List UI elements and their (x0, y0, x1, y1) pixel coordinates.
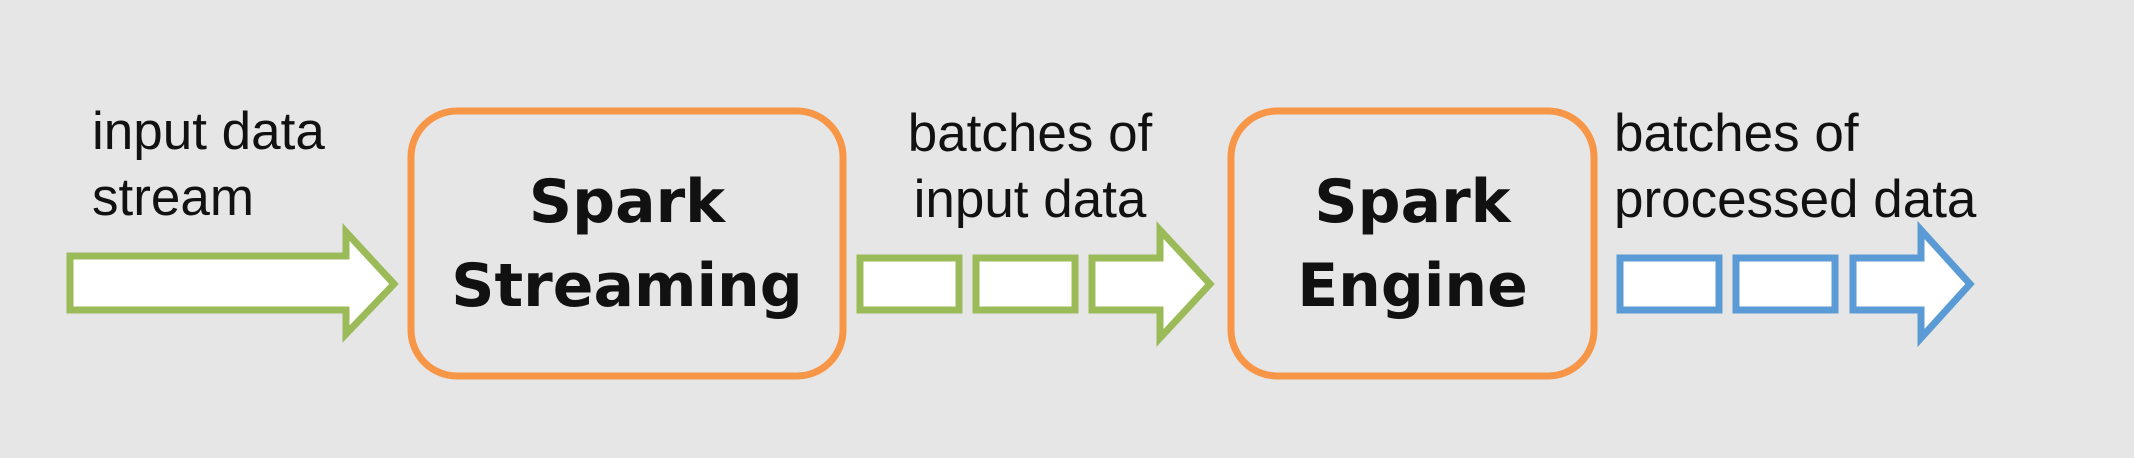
batches-input-label-line1: batches of (907, 104, 1153, 163)
spark-engine-title-line2: Engine (1297, 250, 1528, 321)
spark-streaming-title: Spark Streaming (411, 111, 843, 376)
processed-batch-arrow (1849, 220, 1975, 348)
input-stream-arrow (66, 223, 399, 343)
batches-processed-label: batches of processed data (1614, 101, 1976, 233)
spark-streaming-title-line1: Spark (528, 166, 726, 237)
input-stream-label-line2: stream (92, 168, 254, 227)
processed-batch-block-2 (1732, 254, 1839, 314)
input-stream-label-line1: input data (92, 102, 325, 161)
spark-engine-title: Spark Engine (1231, 111, 1594, 376)
batches-processed-label-line2: processed data (1614, 170, 1977, 229)
spark-engine-box (1227, 107, 1598, 380)
input-batch-block-1 (856, 254, 963, 314)
input-batch-block-2 (972, 254, 1079, 314)
spark-engine-title-line1: Spark (1314, 166, 1511, 237)
spark-streaming-title-line2: Streaming (451, 250, 803, 321)
input-batch-arrow (1088, 221, 1215, 347)
processed-batch-block-1 (1616, 254, 1723, 314)
batches-processed-label-line1: batches of (1614, 104, 1859, 163)
spark-streaming-box (407, 107, 847, 380)
batches-input-label-line2: input data (913, 170, 1147, 229)
input-stream-label: input data stream (92, 99, 325, 231)
batches-input-label: batches of input data (870, 101, 1190, 233)
